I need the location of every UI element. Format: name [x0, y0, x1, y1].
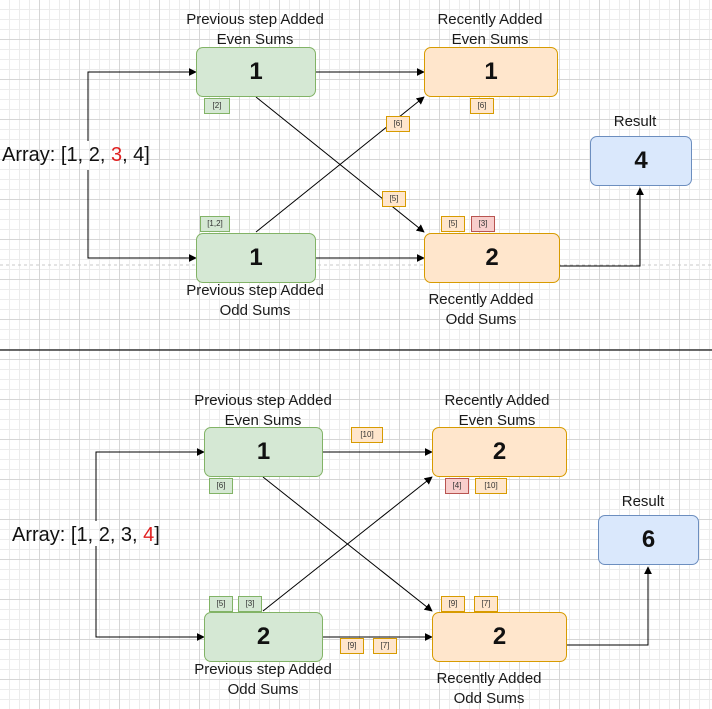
edge-chip: [9] — [340, 638, 364, 654]
edge-chip: [6] — [386, 116, 410, 132]
result-label: Result — [621, 493, 665, 510]
highlighted-element: 3 — [110, 144, 123, 166]
to-result-arrow — [567, 566, 652, 646]
array-to-prev-even-arrow — [87, 68, 197, 141]
array-label: Array: [1, 2, 3, 4] — [2, 144, 150, 166]
result-label: Result — [613, 113, 657, 130]
prev-odd-node: 1 — [196, 233, 316, 283]
recent-odd-node: 2 — [432, 612, 567, 662]
prev-odd-chip: [5] — [209, 596, 233, 612]
recent-odd-chip: [7] — [474, 596, 498, 612]
result-node: 4 — [590, 136, 692, 186]
edge-chip: [5] — [382, 191, 406, 207]
prev-even-chip: [6] — [209, 478, 233, 494]
to-result-arrow — [560, 187, 644, 267]
array-to-prev-odd-arrow — [95, 546, 205, 641]
result-node: 6 — [598, 515, 699, 565]
array-label: Array: [1, 2, 3, 4] — [12, 524, 160, 546]
recent-even-chip: [10] — [475, 478, 507, 494]
recent-odd-chip-highlight: [3] — [471, 216, 495, 232]
edge-chip: [7] — [373, 638, 397, 654]
recent-even-chip-highlight: [4] — [445, 478, 469, 494]
prev-odd-chip: [1,2] — [200, 216, 230, 232]
prev-odd-chip: [3] — [238, 596, 262, 612]
recent-even-node: 2 — [432, 427, 567, 477]
recent-odd-chip: [5] — [441, 216, 465, 232]
recent-even-node: 1 — [424, 47, 558, 97]
prev-even-chip: [2] — [204, 98, 230, 114]
recent-even-chip: [6] — [470, 98, 494, 114]
recent-odd-node: 2 — [424, 233, 560, 283]
odd-to-even-arrow — [262, 476, 433, 612]
array-to-prev-odd-arrow — [87, 170, 197, 262]
highlighted-element: 4 — [143, 524, 155, 546]
prev-even-node: 1 — [204, 427, 323, 477]
prev-odd-node: 2 — [204, 612, 323, 662]
recent-odd-chip: [9] — [441, 596, 465, 612]
prev-even-node: 1 — [196, 47, 316, 97]
array-to-prev-even-arrow — [95, 448, 205, 521]
edge-chip: [10] — [351, 427, 383, 443]
